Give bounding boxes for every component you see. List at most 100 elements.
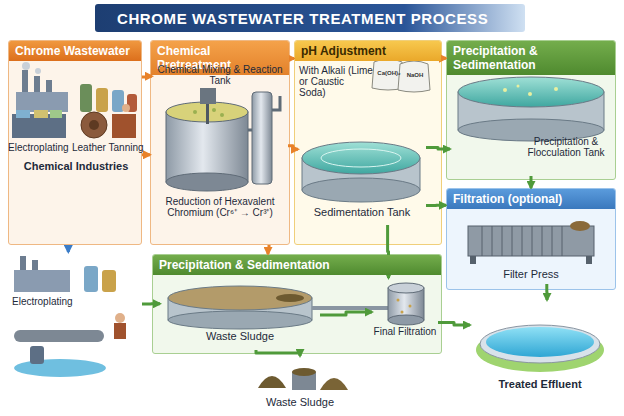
reaction-tank — [166, 88, 280, 191]
node-label: Sedimentation Tank — [298, 206, 426, 218]
filter-press — [468, 226, 594, 256]
filter-column — [388, 283, 424, 325]
node-label: Waste Sludge — [250, 396, 350, 408]
plating-machine — [12, 110, 66, 138]
caption-label: Chemical Industries — [14, 160, 138, 172]
caption-label: Leather Tanning — [72, 142, 144, 153]
flocculation-tank — [554, 87, 558, 91]
tanning-drum — [89, 120, 99, 130]
plant-illustration — [102, 270, 116, 292]
reaction-tank — [166, 173, 248, 191]
flow-arrow — [290, 57, 294, 60]
stage-heading: Filtration (optional) — [447, 189, 615, 209]
node-label: Electroplating — [12, 296, 92, 307]
filter-press — [570, 221, 590, 231]
sedimentation-tank — [321, 149, 401, 167]
flocculation-tank — [528, 92, 532, 96]
filter-column — [388, 283, 424, 293]
node-label: Reduction of Hexavalent Chromium (Cr⁶⁺ →… — [154, 196, 286, 218]
sludge-tank — [168, 311, 312, 329]
node-label: Waste Sludge — [190, 330, 290, 342]
node-label: Filter Press — [452, 268, 610, 280]
reaction-tank — [252, 92, 272, 184]
flow-arrow — [442, 57, 446, 60]
caption-label: Electroplating — [8, 142, 74, 153]
node-label: Chemical Mixing & Reaction Tank — [154, 64, 286, 86]
sludge-piles — [258, 368, 348, 390]
plant-illustration — [14, 256, 126, 377]
flow-arrow — [530, 176, 533, 188]
caption-label: Ca(OH)₂ — [374, 70, 404, 77]
node-label: Final Filtration — [372, 326, 438, 337]
filter-press — [586, 256, 592, 264]
factory-illustration — [46, 80, 52, 92]
diagram-title: CHROME WASTEWATER TREATMENT PROCESS — [95, 4, 525, 32]
plant-illustration — [14, 330, 104, 342]
tanning-drum — [122, 104, 130, 112]
plating-machine — [34, 110, 48, 118]
reaction-tank — [220, 113, 224, 117]
sludge-piles — [320, 378, 348, 390]
stage-heading: pH Adjustment — [295, 41, 441, 61]
sludge-tank — [312, 306, 388, 310]
reaction-tank — [193, 110, 197, 114]
flocculation-tank — [517, 85, 520, 88]
node-label: Treated Effluent — [470, 378, 610, 390]
sedimentation-tank — [302, 142, 420, 174]
flocculation-tank — [503, 88, 507, 92]
stage-heading: Precipitation & Sedimentation — [447, 41, 615, 75]
plating-machine — [50, 110, 62, 118]
alkali-sacks — [372, 59, 430, 92]
factory-illustration — [16, 92, 68, 112]
flow-arrow — [438, 322, 470, 325]
factory-illustration — [22, 62, 30, 70]
flow-arrow — [426, 204, 446, 207]
caption-label: NaOH — [400, 72, 430, 79]
plant-illustration — [114, 323, 126, 339]
factory-illustration — [34, 76, 40, 92]
reaction-tank — [200, 88, 216, 104]
factory-illustration — [80, 84, 92, 112]
sedimentation-tank — [302, 178, 420, 202]
flocculation-tank — [458, 77, 604, 141]
plant-illustration — [84, 266, 98, 292]
factory-illustration — [22, 70, 28, 92]
stage-heading: Precipitation & Sedimentation — [153, 255, 441, 275]
reaction-tank — [212, 108, 216, 112]
filter-column — [388, 315, 424, 325]
filter-press — [470, 256, 476, 264]
sedimentation-tank — [302, 142, 420, 202]
effluent-pool — [486, 327, 594, 357]
effluent-pool — [476, 328, 604, 372]
plant-illustration — [115, 313, 125, 323]
tanning-drum — [81, 112, 107, 138]
factory-illustration — [35, 68, 41, 74]
filter-column — [397, 299, 400, 302]
sludge-piles — [258, 376, 286, 388]
node-label: Precipitation & Flocculation Tank — [522, 136, 610, 158]
sludge-tank — [276, 294, 304, 302]
flocculation-tank — [458, 77, 604, 107]
tanning-drum — [112, 114, 136, 138]
flow-arrow — [426, 147, 450, 149]
filter-press — [482, 226, 562, 256]
alkali-sacks — [398, 61, 430, 92]
filter-column — [401, 311, 404, 314]
effluent-pool — [480, 325, 600, 363]
flow-arrow — [142, 153, 150, 156]
plant-illustration — [30, 346, 44, 364]
flow-arrow — [67, 245, 70, 252]
sludge-tank — [168, 286, 312, 310]
effluent-pool — [476, 325, 604, 372]
reaction-tank — [206, 104, 209, 124]
flow-arrow — [142, 302, 160, 305]
plant-illustration — [32, 260, 38, 270]
plating-machine — [16, 110, 30, 118]
plant-illustration — [20, 256, 26, 270]
filter-column — [409, 305, 412, 308]
stage-heading: Chrome Wastewater — [9, 41, 141, 61]
sludge-piles — [292, 368, 316, 376]
factory-illustration — [96, 88, 108, 112]
node-label: With Alkali (Lime or Caustic Soda) — [299, 65, 373, 98]
